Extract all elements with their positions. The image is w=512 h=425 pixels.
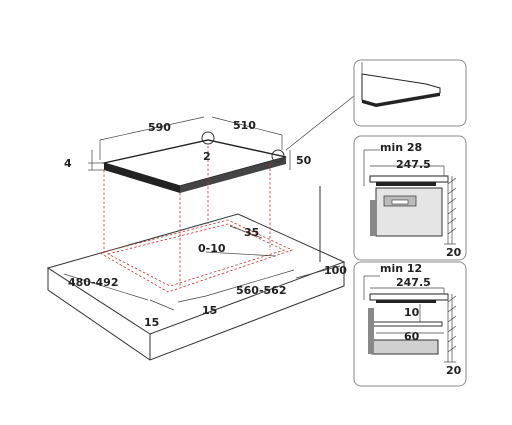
dim-width-590: 590 xyxy=(148,121,171,134)
hob-plate xyxy=(101,131,287,193)
dim-cutout-width: 560-562 xyxy=(236,284,287,297)
cutout-outline xyxy=(98,219,294,293)
detail-drawer-side: 20 xyxy=(446,364,462,377)
detail-oven-side: 20 xyxy=(446,246,462,259)
detail-edge-panel xyxy=(353,59,467,127)
detail-oven-panel: min 28 247.5 20 xyxy=(353,135,467,261)
projection-lines xyxy=(103,146,271,286)
dim-radius-2: 2 xyxy=(203,150,211,163)
detail-drawer-panel: min 12 247.5 10 60 20 xyxy=(353,261,467,387)
dimension-labels: 590 510 4 2 50 35 0-10 480-492 560-562 1… xyxy=(64,119,347,329)
dim-depth-510: 510 xyxy=(233,119,256,132)
corner-radius-circle xyxy=(201,131,215,145)
dimension-lines xyxy=(63,95,355,311)
detail-oven-depth: 247.5 xyxy=(396,158,431,171)
detail-drawer-width: 60 xyxy=(404,330,420,343)
dim-height-4: 4 xyxy=(64,157,72,170)
dim-edge-15-b: 15 xyxy=(202,304,217,317)
dim-tolerance-0-10: 0-10 xyxy=(198,242,226,255)
worktop xyxy=(46,213,346,361)
dim-cutout-depth: 480-492 xyxy=(68,276,119,289)
detail-oven-min: min 28 xyxy=(380,141,422,154)
dim-rear-100: 100 xyxy=(324,264,347,277)
dim-front-35: 35 xyxy=(244,226,259,239)
dim-clearance-50: 50 xyxy=(296,154,312,167)
detail-drawer-min: min 12 xyxy=(380,262,422,275)
dim-edge-15-a: 15 xyxy=(144,316,159,329)
detail-drawer-gap: 10 xyxy=(404,306,420,319)
side-clearance-circle xyxy=(271,149,285,163)
detail-drawer-depth: 247.5 xyxy=(396,276,431,289)
